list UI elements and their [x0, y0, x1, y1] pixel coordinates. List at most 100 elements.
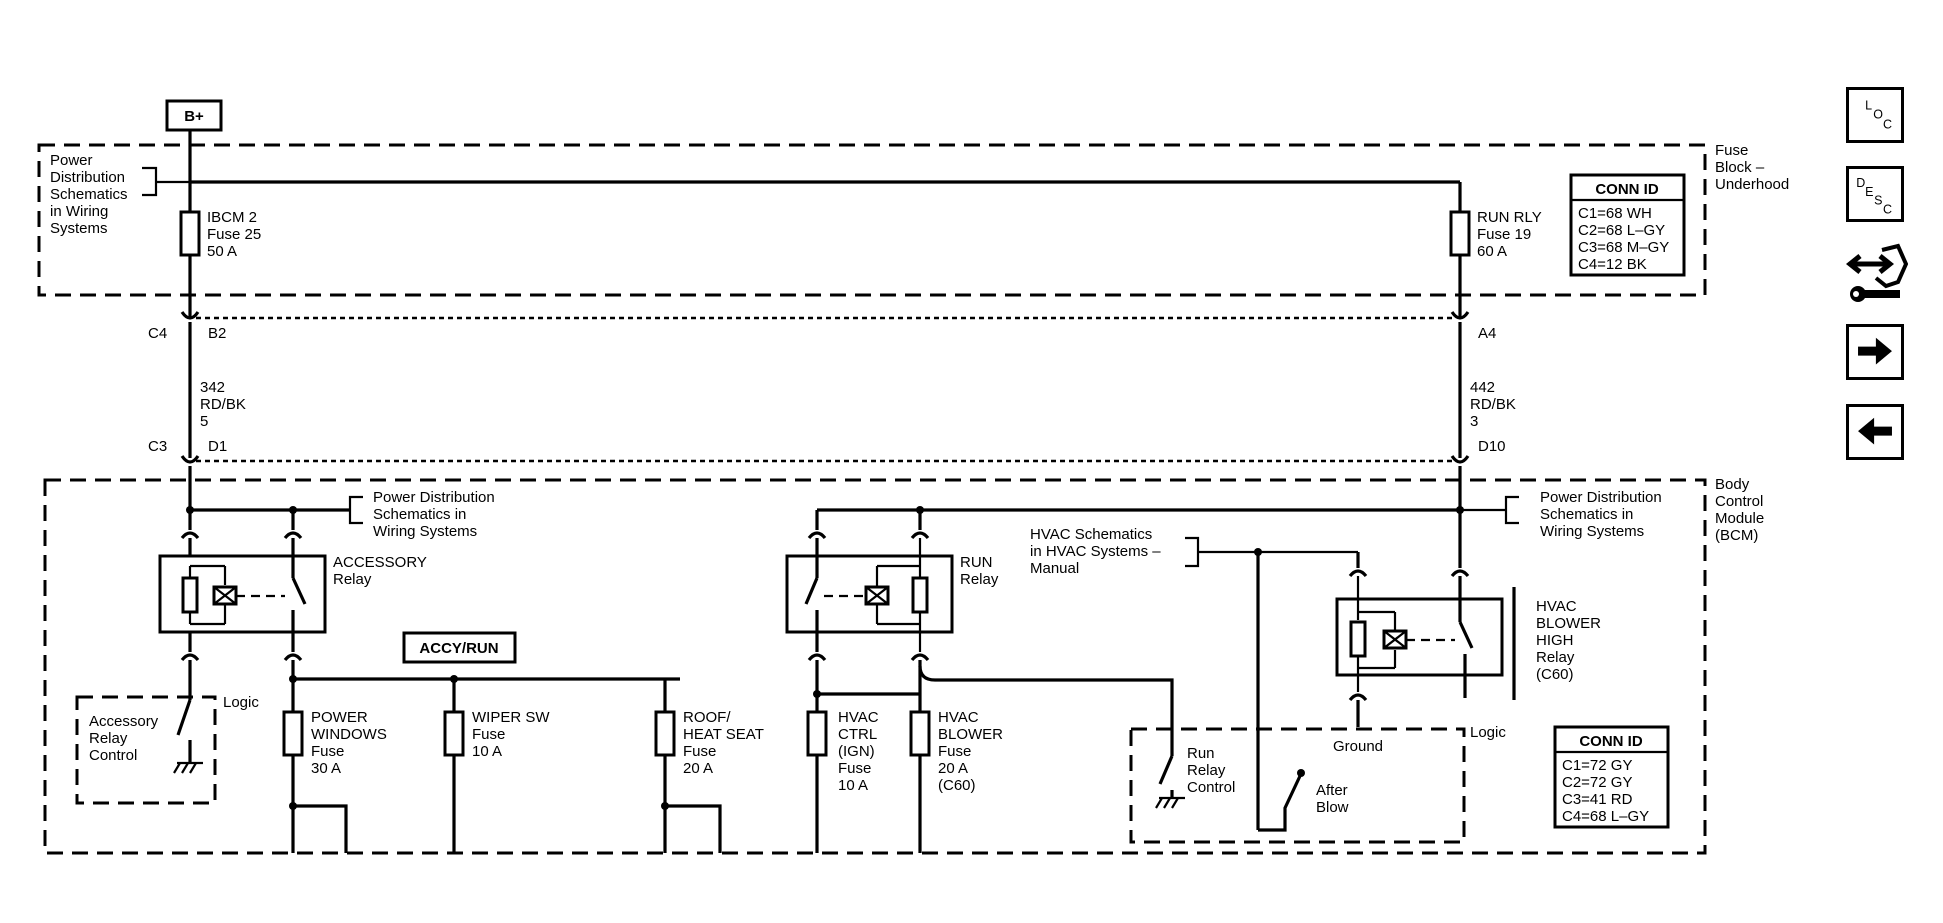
connector-d10: [1450, 455, 1470, 464]
connector-d1: [180, 455, 200, 464]
svg-text:Schematics: Schematics: [50, 186, 128, 203]
svg-text:ACCESSORY: ACCESSORY: [333, 554, 427, 571]
svg-text:RUN RLY: RUN RLY: [1477, 209, 1542, 226]
svg-text:BLOWER: BLOWER: [1536, 615, 1601, 632]
svg-text:Fuse: Fuse: [838, 760, 871, 777]
svg-text:C3: C3: [148, 438, 167, 455]
svg-text:D: D: [1856, 176, 1865, 190]
svg-text:E: E: [1865, 185, 1873, 199]
svg-text:Distribution: Distribution: [50, 169, 125, 186]
svg-text:Relay: Relay: [89, 730, 128, 747]
svg-text:10 A: 10 A: [472, 743, 502, 760]
svg-text:C4=68 L–GY: C4=68 L–GY: [1562, 808, 1649, 825]
run-relay: [785, 554, 954, 634]
svg-text:C1=72 GY: C1=72 GY: [1562, 757, 1632, 774]
svg-text:(IGN): (IGN): [838, 743, 875, 760]
svg-text:Ground: Ground: [1333, 738, 1383, 755]
arrow-left-icon: [1858, 417, 1892, 445]
svg-text:Fuse: Fuse: [472, 726, 505, 743]
note-bracket-left: [142, 166, 190, 197]
svg-text:Systems: Systems: [50, 220, 108, 237]
fuse-hvac-blower: [909, 710, 931, 757]
conn-id-bcm: [1553, 725, 1670, 829]
desc-button[interactable]: D E S C: [1846, 166, 1904, 222]
svg-text:Logic: Logic: [223, 694, 259, 711]
svg-text:S: S: [1874, 194, 1882, 208]
loc-button[interactable]: L O C: [1846, 87, 1904, 143]
svg-text:Fuse: Fuse: [1715, 142, 1748, 159]
b-plus-label: B+: [184, 108, 204, 125]
svg-text:(C60): (C60): [938, 777, 976, 794]
svg-text:Wiring Systems: Wiring Systems: [373, 523, 477, 540]
b-plus-box: [165, 99, 223, 132]
svg-text:C2=72 GY: C2=72 GY: [1562, 774, 1632, 791]
svg-text:442: 442: [1470, 379, 1495, 396]
logic-right-box: [1129, 727, 1466, 844]
connector-tools-icon[interactable]: [1845, 242, 1909, 308]
svg-text:WIPER SW: WIPER SW: [472, 709, 550, 726]
svg-text:in Wiring: in Wiring: [50, 203, 108, 220]
svg-text:IBCM 2: IBCM 2: [207, 209, 257, 226]
svg-text:B2: B2: [208, 325, 226, 342]
svg-text:C: C: [1883, 203, 1892, 217]
svg-text:Manual: Manual: [1030, 560, 1079, 577]
svg-text:(BCM): (BCM): [1715, 527, 1758, 544]
svg-text:C3=41 RD: C3=41 RD: [1562, 791, 1633, 808]
svg-text:HIGH: HIGH: [1536, 632, 1574, 649]
connector-a4: [1450, 311, 1470, 320]
fuse-hvac-ctrl: [806, 710, 828, 757]
svg-text:Run: Run: [1187, 745, 1215, 762]
bcm-label: Body Control Module (BCM): [1715, 476, 1764, 544]
svg-text:L: L: [1865, 99, 1872, 113]
svg-text:C4=12 BK: C4=12 BK: [1578, 256, 1647, 273]
ground-icon-left: [173, 761, 203, 774]
svg-text:CTRL: CTRL: [838, 726, 877, 743]
fuse-block-power-note: Power Distribution Schematics in Wiring …: [50, 152, 128, 237]
connector-b2: [180, 311, 200, 320]
svg-text:Logic: Logic: [1470, 724, 1506, 741]
svg-text:C1=68 WH: C1=68 WH: [1578, 205, 1652, 222]
svg-text:Underhood: Underhood: [1715, 176, 1789, 193]
svg-text:5: 5: [200, 413, 208, 430]
svg-text:10 A: 10 A: [838, 777, 868, 794]
svg-text:After: After: [1316, 782, 1348, 799]
svg-text:ROOF/: ROOF/: [683, 709, 731, 726]
svg-text:Fuse 19: Fuse 19: [1477, 226, 1531, 243]
svg-text:(C60): (C60): [1536, 666, 1574, 683]
svg-text:A4: A4: [1478, 325, 1496, 342]
svg-text:Fuse: Fuse: [311, 743, 344, 760]
svg-text:HVAC: HVAC: [938, 709, 979, 726]
arrow-left-button[interactable]: [1846, 404, 1904, 460]
svg-text:20 A: 20 A: [683, 760, 713, 777]
after-blow-switch: [1258, 775, 1302, 832]
fuse-block-outline: [37, 143, 1707, 297]
svg-text:Power: Power: [50, 152, 93, 169]
svg-text:POWER: POWER: [311, 709, 368, 726]
svg-text:C2=68 L–GY: C2=68 L–GY: [1578, 222, 1665, 239]
logic-left-box: [75, 695, 217, 805]
fuse-block-label: Fuse Block – Underhood: [1715, 142, 1789, 193]
svg-text:Block –: Block –: [1715, 159, 1765, 176]
svg-text:Fuse: Fuse: [938, 743, 971, 760]
ground-icon-right: [1155, 796, 1185, 809]
svg-text:RUN: RUN: [960, 554, 993, 571]
svg-text:Module: Module: [1715, 510, 1764, 527]
svg-text:30 A: 30 A: [311, 760, 341, 777]
hvac-blower-high-relay: [1335, 597, 1504, 677]
svg-text:RD/BK: RD/BK: [1470, 396, 1516, 413]
svg-text:342: 342: [200, 379, 225, 396]
svg-text:Control: Control: [1187, 779, 1235, 796]
svg-text:Body: Body: [1715, 476, 1750, 493]
fuse-power-windows: [282, 710, 304, 757]
svg-text:Fuse 25: Fuse 25: [207, 226, 261, 243]
svg-text:ACCY/RUN: ACCY/RUN: [419, 640, 498, 657]
fuse-ibcm2: [179, 210, 201, 257]
svg-text:Wiring Systems: Wiring Systems: [1540, 523, 1644, 540]
svg-text:Relay: Relay: [1187, 762, 1226, 779]
svg-text:HVAC Schematics: HVAC Schematics: [1030, 526, 1152, 543]
svg-text:D10: D10: [1478, 438, 1506, 455]
svg-text:50 A: 50 A: [207, 243, 237, 260]
arrow-right-button[interactable]: [1846, 324, 1904, 380]
svg-text:Fuse: Fuse: [683, 743, 716, 760]
